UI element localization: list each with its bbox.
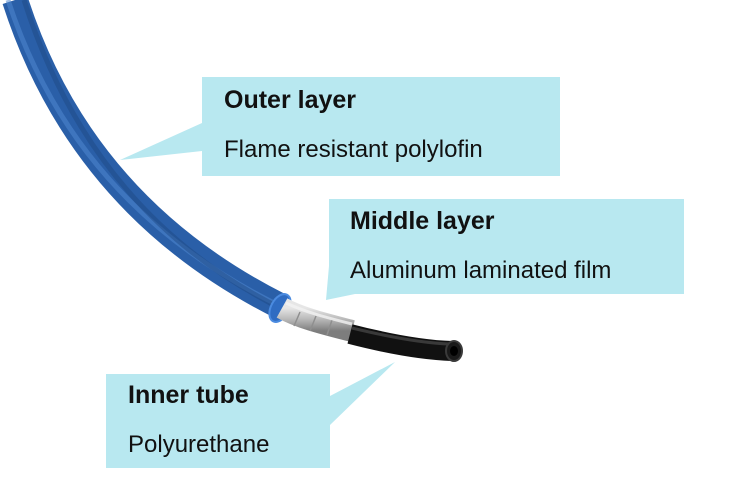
middle-layer-callout: Middle layer Aluminum laminated film bbox=[329, 199, 684, 294]
outer-layer-callout: Outer layer Flame resistant polylofin bbox=[202, 77, 560, 176]
outer-layer-jacket bbox=[2, 0, 292, 323]
middle-layer-foil bbox=[276, 298, 355, 342]
inner-tube-pointer bbox=[330, 362, 395, 425]
outer-layer-description: Flame resistant polylofin bbox=[224, 136, 483, 163]
inner-tube-callout: Inner tube Polyurethane bbox=[106, 374, 330, 468]
inner-tube bbox=[347, 324, 463, 362]
inner-tube-description: Polyurethane bbox=[128, 431, 270, 458]
middle-layer-title: Middle layer bbox=[350, 207, 495, 235]
outer-layer-title: Outer layer bbox=[224, 86, 357, 114]
inner-tube-title: Inner tube bbox=[128, 381, 249, 409]
middle-layer-description: Aluminum laminated film bbox=[350, 257, 612, 284]
outer-layer-pointer bbox=[120, 123, 202, 160]
